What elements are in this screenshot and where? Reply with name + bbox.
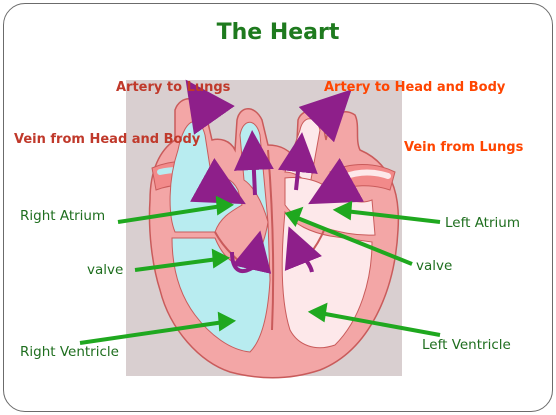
label-artery-to-head-body: Artery to Head and Body (324, 80, 505, 95)
label-valve-right: valve (416, 258, 452, 274)
label-artery-to-lungs: Artery to Lungs (116, 80, 230, 95)
label-vein-from-head-body: Vein from Head and Body (14, 132, 200, 147)
label-left-atrium: Left Atrium (445, 215, 520, 231)
flow-arrow-pulmonary-up (253, 150, 255, 195)
label-valve-left: valve (87, 262, 123, 278)
label-vein-from-lungs: Vein from Lungs (404, 140, 523, 155)
label-left-ventricle: Left Ventricle (422, 337, 511, 353)
label-right-ventricle: Right Ventricle (20, 344, 119, 360)
label-right-atrium: Right Atrium (20, 208, 105, 224)
